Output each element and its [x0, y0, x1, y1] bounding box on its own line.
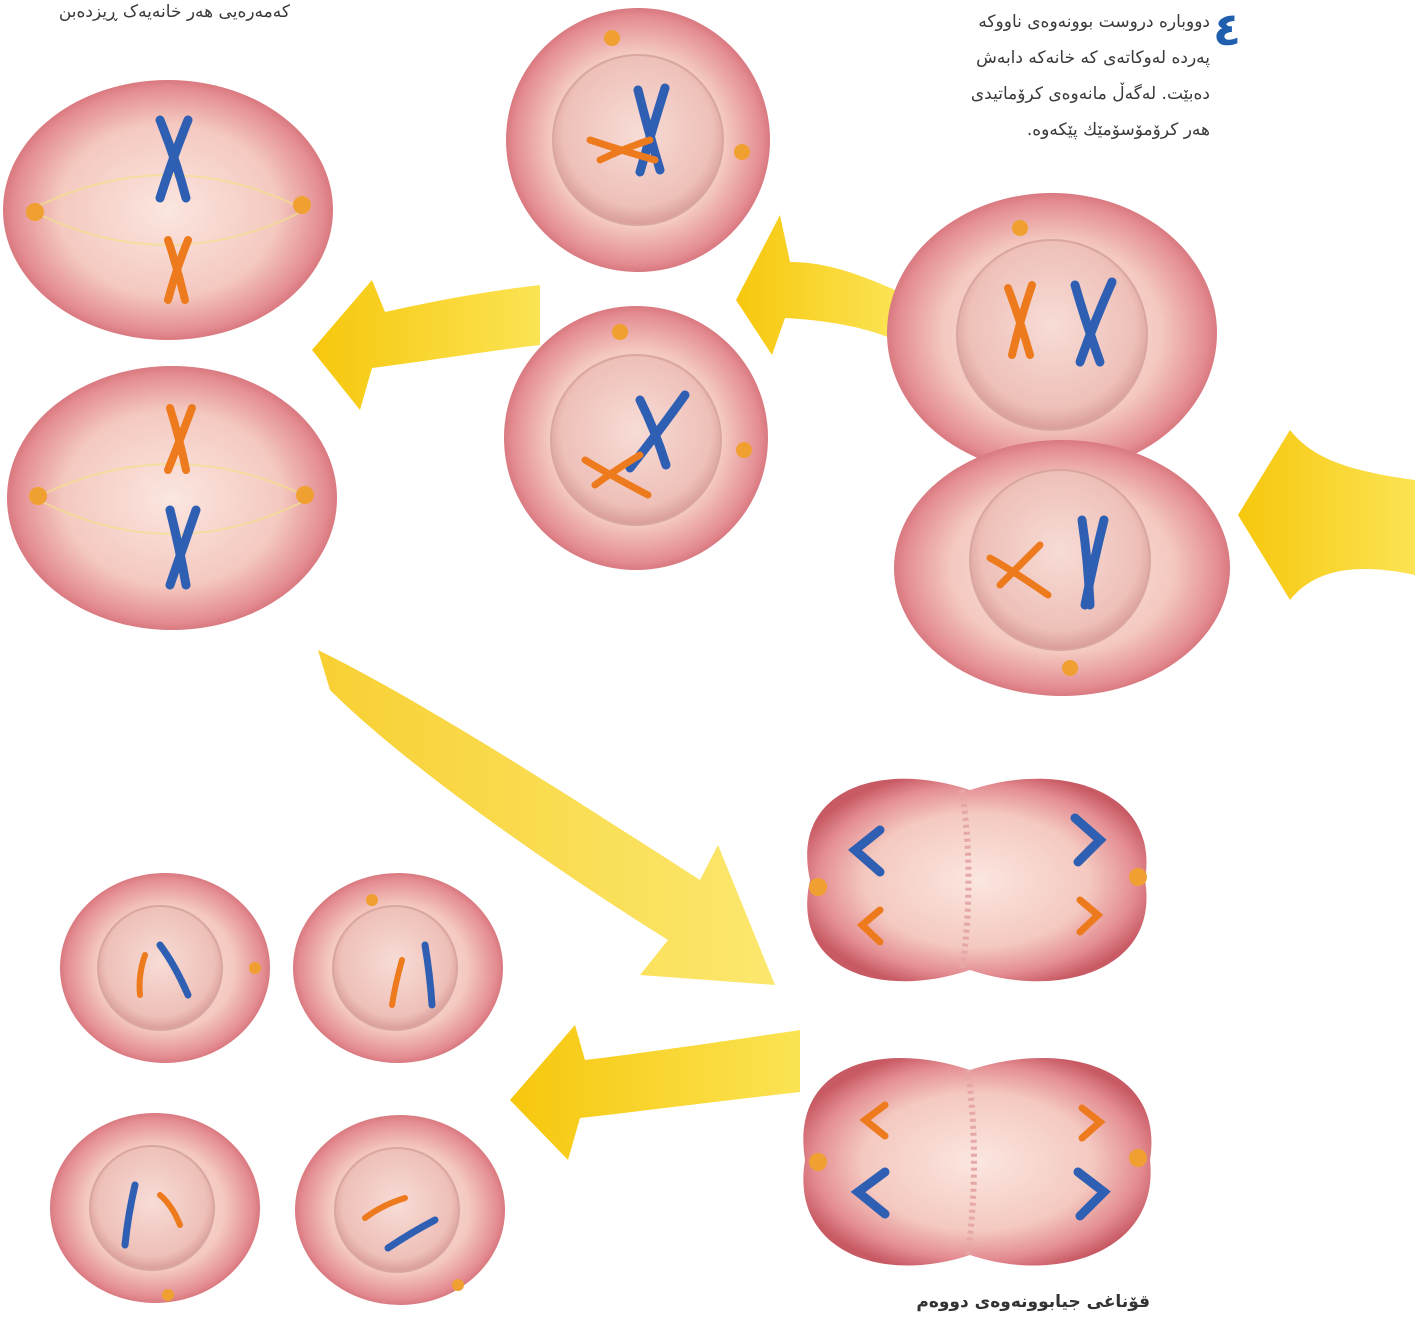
cell-metaphase-bottom: [7, 366, 337, 630]
centrosome: [26, 203, 44, 221]
top-caption: کەمەرەیی هەر خانەیەک ڕیزدەبن: [0, 2, 290, 22]
centrosome: [604, 30, 620, 46]
cell-prophase-bottom: [504, 306, 768, 570]
step-4-description: دووبارە دروست بوونەوەی ناووکە پەردە لەوک…: [850, 4, 1210, 148]
step-4-line-2: پەردە لەوکاتەی کە خانەکە دابەش: [850, 40, 1210, 76]
centrosome: [1062, 660, 1078, 676]
daughter-cell-2: [293, 873, 503, 1063]
centrosome: [736, 442, 752, 458]
yellow-arrow: [736, 215, 895, 355]
centrosome: [809, 1153, 827, 1171]
daughter-cell-3: [50, 1113, 260, 1303]
daughter-cell-4: [295, 1115, 505, 1305]
stage-caption: قۆناغی جیابوونەوەی دووەم: [850, 1292, 1150, 1312]
cell-prophase-top: [506, 8, 770, 272]
centrosome: [29, 487, 47, 505]
yellow-arrow: [510, 1025, 800, 1160]
centrosome: [452, 1279, 464, 1291]
centrosome: [809, 878, 827, 896]
step-4-number: ٤: [1213, 2, 1241, 56]
cell-anaphase-bottom: [803, 1058, 1151, 1265]
step-4-line-4: هەر کرۆمۆسۆمێك پێكەوە.: [850, 112, 1210, 148]
centrosome: [612, 324, 628, 340]
centrosome: [1012, 220, 1028, 236]
cell-metaphase-top: [3, 80, 333, 340]
centrosome: [162, 1289, 174, 1301]
centrosome: [249, 962, 261, 974]
cell-telophase-bottom: [894, 440, 1230, 696]
step-4-line-1: دووبارە دروست بوونەوەی ناووکە: [850, 4, 1210, 40]
centrosome: [296, 486, 314, 504]
cell-telophase-top: [887, 193, 1217, 473]
centrosome: [366, 894, 378, 906]
daughter-cell-1: [60, 873, 270, 1063]
centrosome: [1129, 1149, 1147, 1167]
cell-anaphase-top: [807, 779, 1147, 982]
centrosome: [1129, 868, 1147, 886]
step-4-line-3: دەبێت. لەگەڵ مانەوەی کرۆماتیدی: [850, 76, 1210, 112]
centrosome: [293, 196, 311, 214]
centrosome: [734, 144, 750, 160]
yellow-arrow: [312, 280, 540, 410]
yellow-arrow: [1238, 430, 1415, 600]
